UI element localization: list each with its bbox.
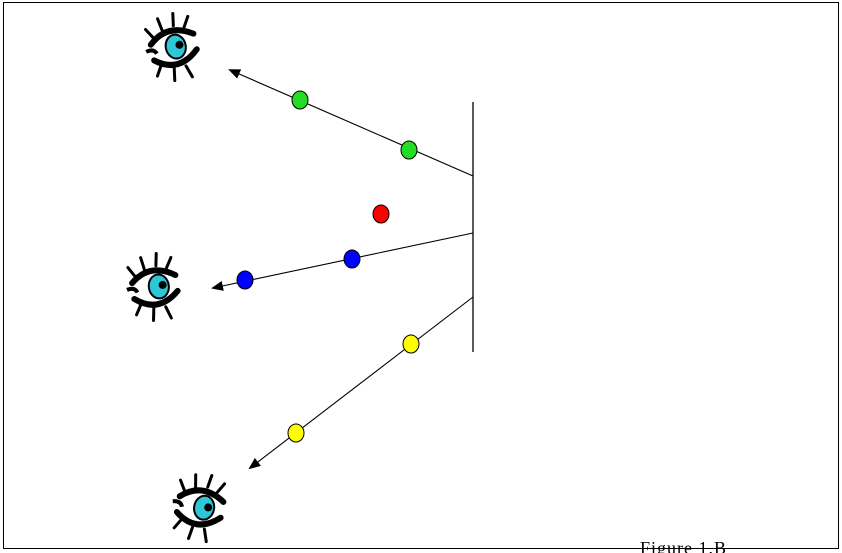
- clipped-caption-text: Figure 1.B: [640, 539, 728, 553]
- yellow-dot-inner: [402, 334, 420, 354]
- ray-middle: [211, 232, 474, 291]
- yellow-dot-outer: [287, 423, 305, 443]
- blue-dot-outer: [236, 270, 254, 290]
- eye-icon: [144, 11, 200, 83]
- green-dot-outer: [291, 90, 309, 110]
- blue-dot-inner: [343, 249, 361, 269]
- clipped-caption: Figure 1.B: [640, 539, 780, 553]
- green-dot-inner: [400, 140, 418, 160]
- eye-icon: [126, 251, 181, 323]
- ray-top: [228, 69, 474, 177]
- ray-bottom: [248, 296, 474, 470]
- eye-icon: [172, 473, 227, 544]
- red-dot: [372, 204, 390, 224]
